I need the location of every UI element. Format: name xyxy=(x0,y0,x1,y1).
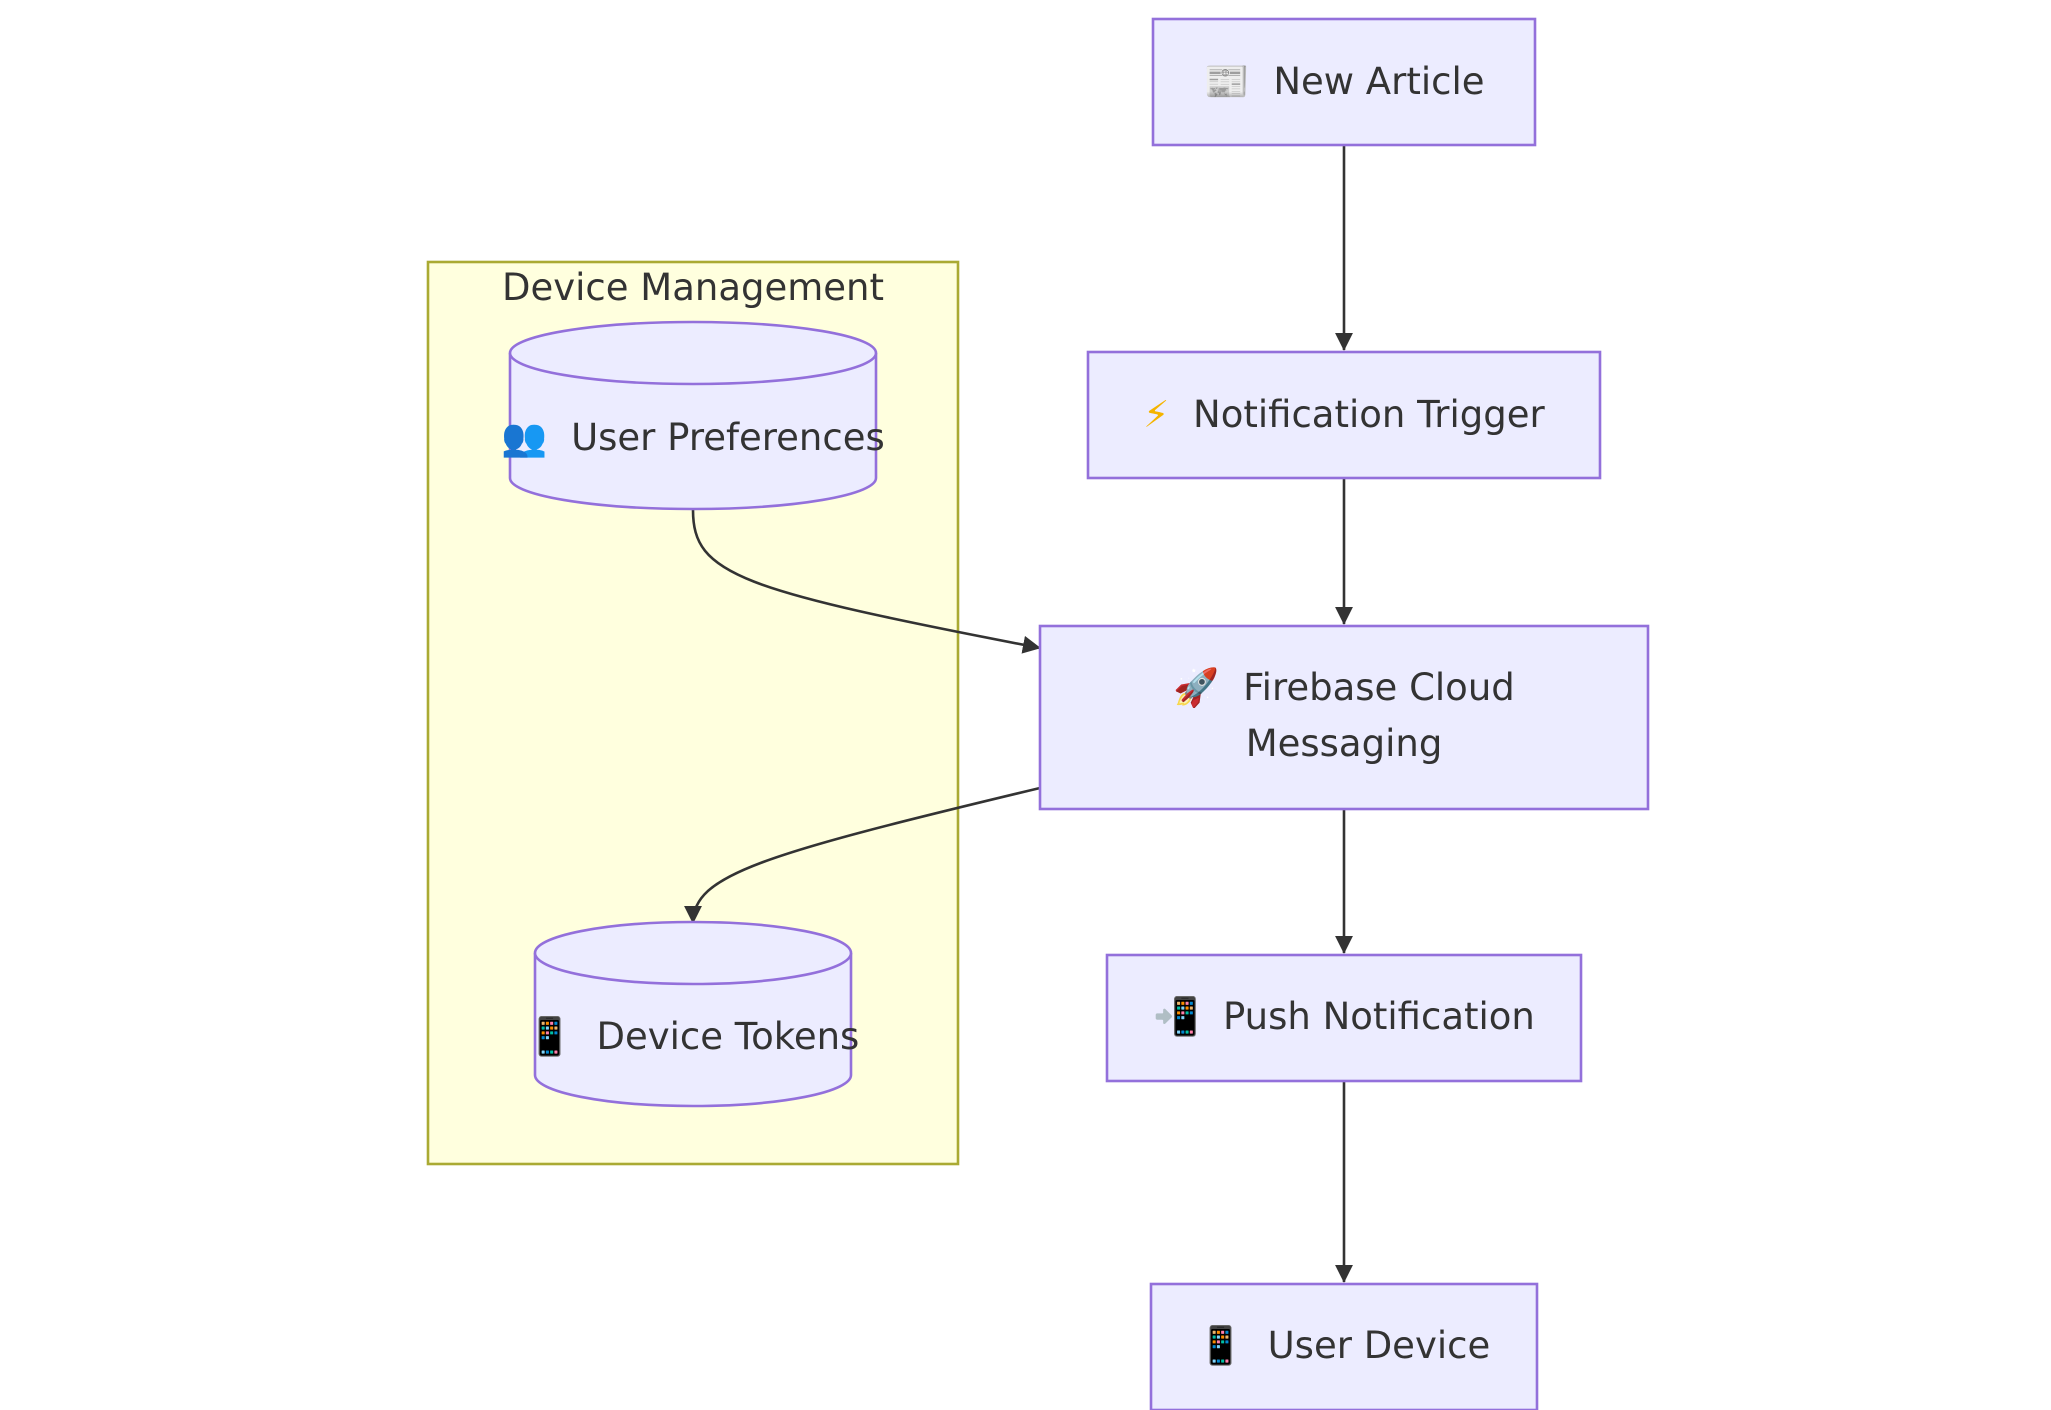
svg-text:📱 Device Tokens: 📱 Device Tokens xyxy=(527,1015,860,1058)
node-fcm-box xyxy=(1038,624,1650,811)
node-device-tokens[interactable]: 📱 Device Tokens xyxy=(527,920,860,1108)
node-user-device[interactable]: 📱 User Device xyxy=(1149,1282,1539,1410)
svg-text:👥 User Preferences: 👥 User Preferences xyxy=(501,416,885,459)
node-user-preferences[interactable]: 👥 User Preferences xyxy=(501,320,885,511)
node-notification-trigger-label: Notification Trigger xyxy=(1193,393,1545,436)
node-push-notification-label: Push Notification xyxy=(1223,995,1535,1038)
node-new-article[interactable]: 📰 New Article xyxy=(1151,17,1537,147)
node-fcm-label-line2: Messaging xyxy=(1246,722,1443,765)
node-notification-trigger[interactable]: ⚡ Notification Trigger xyxy=(1086,350,1602,480)
node-fcm-label-line1: Firebase Cloud xyxy=(1243,666,1515,709)
svg-text:📰 New Article: 📰 New Article xyxy=(1203,60,1484,103)
mobile-phone-icon: 📱 xyxy=(1198,1324,1244,1367)
lightning-icon: ⚡ xyxy=(1143,393,1169,436)
node-new-article-label: New Article xyxy=(1273,60,1484,103)
node-device-tokens-cylinder-top xyxy=(533,952,853,986)
node-user-preferences-label: User Preferences xyxy=(571,416,885,459)
node-user-preferences-cylinder-top xyxy=(508,352,878,386)
node-user-device-label: User Device xyxy=(1268,1324,1491,1367)
edge-fcm-to-tokens xyxy=(684,786,1041,924)
node-user-device-box xyxy=(1149,1282,1539,1410)
node-firebase-cloud-messaging[interactable]: 🚀 Firebase Cloud Messaging xyxy=(1038,624,1650,811)
cluster-label: Device Management xyxy=(502,266,884,309)
edges xyxy=(684,145,1353,1283)
newspaper-icon: 📰 xyxy=(1203,60,1249,103)
svg-text:⚡ Notification Trigger: ⚡ Notification Trigger xyxy=(1143,393,1545,436)
users-icon: 👥 xyxy=(501,416,547,459)
node-device-tokens-cylinder xyxy=(533,920,853,1108)
node-push-notification[interactable]: 📲 Push Notification xyxy=(1105,953,1583,1083)
mobile-phone-icon: 📱 xyxy=(527,1015,573,1058)
node-new-article-box xyxy=(1151,17,1537,147)
svg-text:🚀 Firebase Cloud: 🚀 Firebase Cloud xyxy=(1173,666,1515,709)
node-push-notification-box xyxy=(1105,953,1583,1083)
svg-text:📲 Push Notification: 📲 Push Notification xyxy=(1153,995,1535,1038)
node-notification-trigger-box xyxy=(1086,350,1602,480)
node-device-tokens-label: Device Tokens xyxy=(596,1015,859,1058)
mobile-arrow-icon: 📲 xyxy=(1153,995,1199,1038)
edge-preferences-to-fcm xyxy=(691,509,1041,654)
svg-text:📱 User Device: 📱 User Device xyxy=(1198,1324,1490,1367)
rocket-icon: 🚀 xyxy=(1173,666,1219,709)
